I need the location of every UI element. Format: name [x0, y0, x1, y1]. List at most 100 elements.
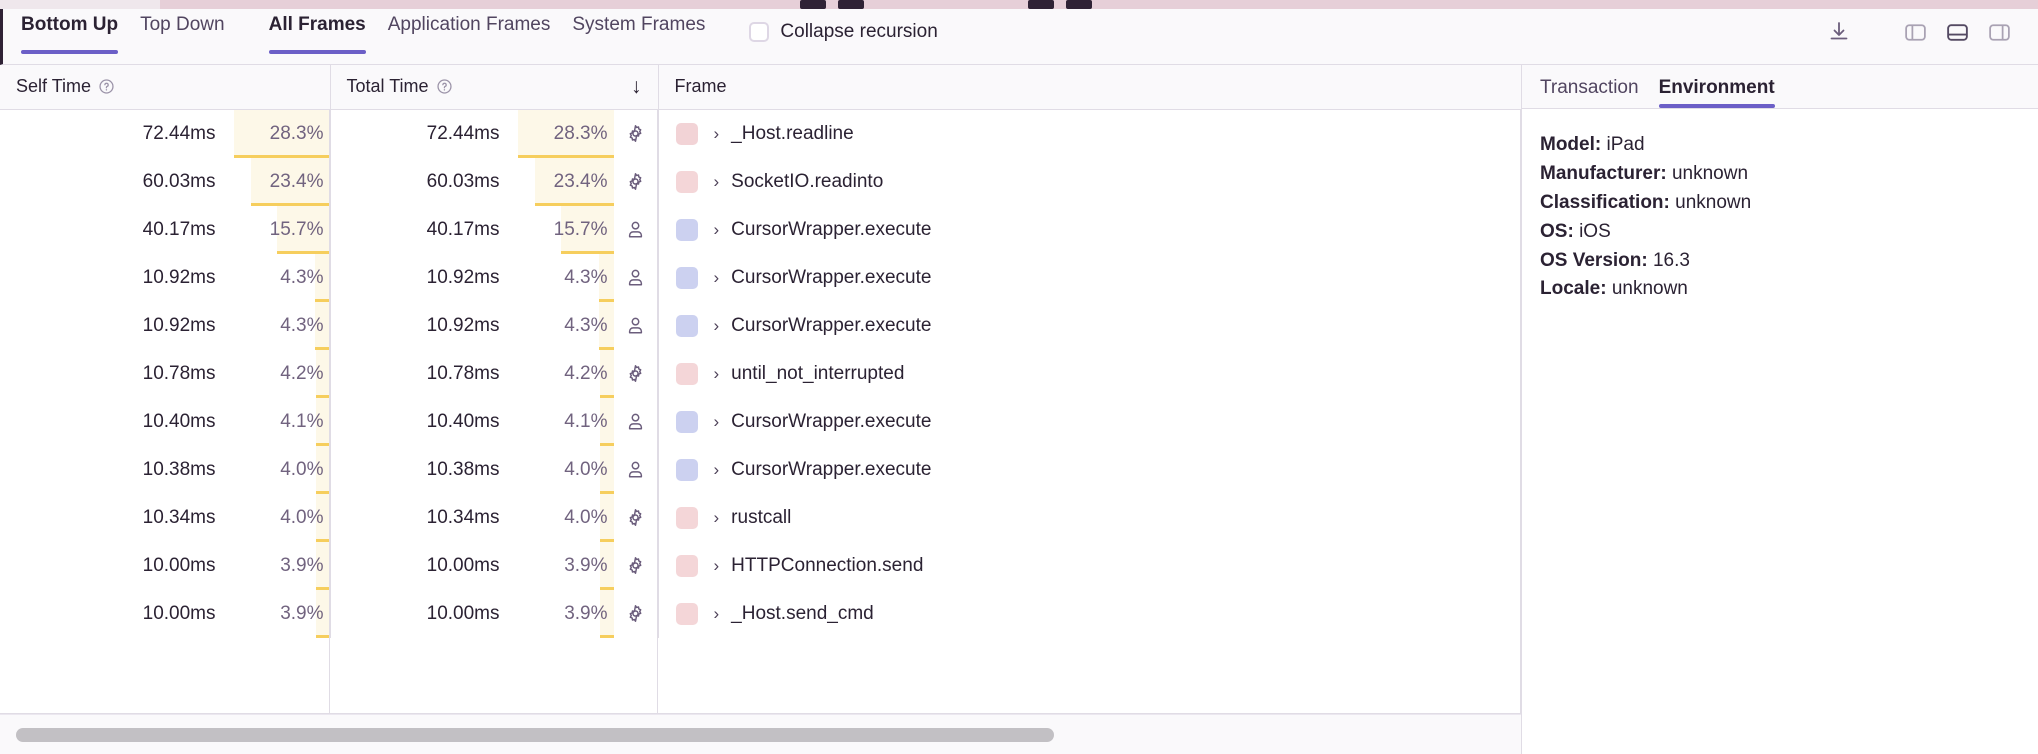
collapse-recursion-checkbox[interactable] — [749, 22, 770, 42]
frame-name: CursorWrapper.execute — [731, 410, 932, 432]
sort-descending-icon[interactable]: ↓ — [631, 75, 642, 99]
duration-value: 10.38ms — [142, 458, 216, 480]
chevron-right-icon[interactable]: › — [713, 460, 720, 479]
frame-color-swatch — [675, 314, 698, 337]
frame-cell[interactable]: ›_Host.readline — [659, 110, 1521, 158]
chevron-right-icon[interactable]: › — [713, 508, 720, 527]
frame-cell[interactable]: ›rustcall — [659, 494, 1521, 542]
duration-value: 72.44ms — [426, 122, 500, 144]
frame-cell[interactable]: ›until_not_interrupted — [659, 350, 1521, 398]
percentage-bar: 4.3% — [518, 301, 614, 350]
chevron-right-icon[interactable]: › — [713, 220, 720, 239]
frame-cell[interactable]: ›HTTPConnection.send — [659, 542, 1521, 590]
chevron-right-icon[interactable]: › — [713, 268, 720, 287]
panel-left-layout-icon[interactable] — [1898, 15, 1932, 49]
tab-bottom-up[interactable]: Bottom Up — [21, 9, 119, 56]
horizontal-scrollbar[interactable] — [0, 714, 1521, 754]
percentage-value: 4.3% — [280, 266, 324, 288]
chevron-right-icon[interactable]: › — [713, 172, 720, 191]
frame-cell[interactable]: › SocketIO.readinto — [659, 158, 1521, 206]
frame-cell[interactable]: ›CursorWrapper.execute — [659, 446, 1521, 494]
column-header-total-time-label: Total Time — [346, 76, 429, 97]
percentage-bar: 23.4% — [518, 157, 614, 206]
environment-row: Manufacturer: unknown — [1540, 160, 2038, 189]
panel-bottom-layout-icon[interactable] — [1940, 15, 1974, 49]
duration-value: 10.78ms — [426, 362, 500, 384]
column-header-self-time[interactable]: Self Time — [0, 65, 331, 110]
tab-top-down-label: Top Down — [140, 14, 225, 35]
frame-name: _Host.send_cmd — [731, 602, 874, 624]
collapse-recursion-toggle[interactable]: Collapse recursion — [749, 21, 938, 43]
frame-cell[interactable]: › CursorWrapper.execute — [659, 398, 1521, 446]
tab-environment[interactable]: Environment — [1658, 77, 1775, 108]
frame-cell[interactable]: › _Host.send_cmd — [659, 590, 1521, 638]
chevron-right-icon[interactable]: › — [713, 412, 720, 431]
chevron-right-icon[interactable]: › — [713, 604, 720, 623]
download-icon[interactable] — [1822, 15, 1856, 49]
column-header-total-time[interactable]: Total Time ↓ — [330, 65, 659, 110]
panel-right-layout-icon[interactable] — [1982, 15, 2016, 49]
chevron-right-icon[interactable]: › — [713, 316, 720, 335]
tab-system-frames[interactable]: System Frames — [572, 9, 705, 56]
tab-application-frames[interactable]: Application Frames — [388, 9, 551, 56]
chevron-right-icon[interactable]: › — [713, 364, 720, 383]
question-circle-icon[interactable] — [436, 78, 453, 95]
tab-top-down[interactable]: Top Down — [140, 9, 225, 56]
frame-name: SocketIO.readinto — [731, 170, 884, 192]
duration-value: 60.03ms — [142, 170, 216, 192]
duration-value: 40.17ms — [426, 218, 500, 240]
percentage-bar: 3.9% — [518, 589, 614, 638]
tab-all-frames[interactable]: All Frames — [268, 9, 366, 56]
duration-value: 10.92ms — [142, 314, 216, 336]
chevron-right-icon[interactable]: › — [713, 556, 720, 575]
tab-transaction[interactable]: Transaction — [1540, 77, 1639, 108]
chevron-right-icon[interactable]: › — [713, 124, 720, 143]
percentage-bar-fill — [598, 301, 614, 350]
horizontal-scrollbar-thumb[interactable] — [15, 727, 1054, 742]
question-circle-icon[interactable] — [98, 78, 115, 95]
frame-cell[interactable]: ›CursorWrapper.execute — [659, 206, 1521, 254]
frame-cell[interactable]: ›CursorWrapper.execute — [659, 302, 1521, 350]
gear-icon — [614, 507, 658, 528]
duration-value: 10.92ms — [426, 266, 500, 288]
frame-cell[interactable]: ›CursorWrapper.execute — [659, 254, 1521, 302]
percentage-value: 4.0% — [564, 458, 608, 480]
percentage-bar-fill — [599, 397, 614, 446]
column-header-frame[interactable]: Frame — [658, 65, 1522, 110]
